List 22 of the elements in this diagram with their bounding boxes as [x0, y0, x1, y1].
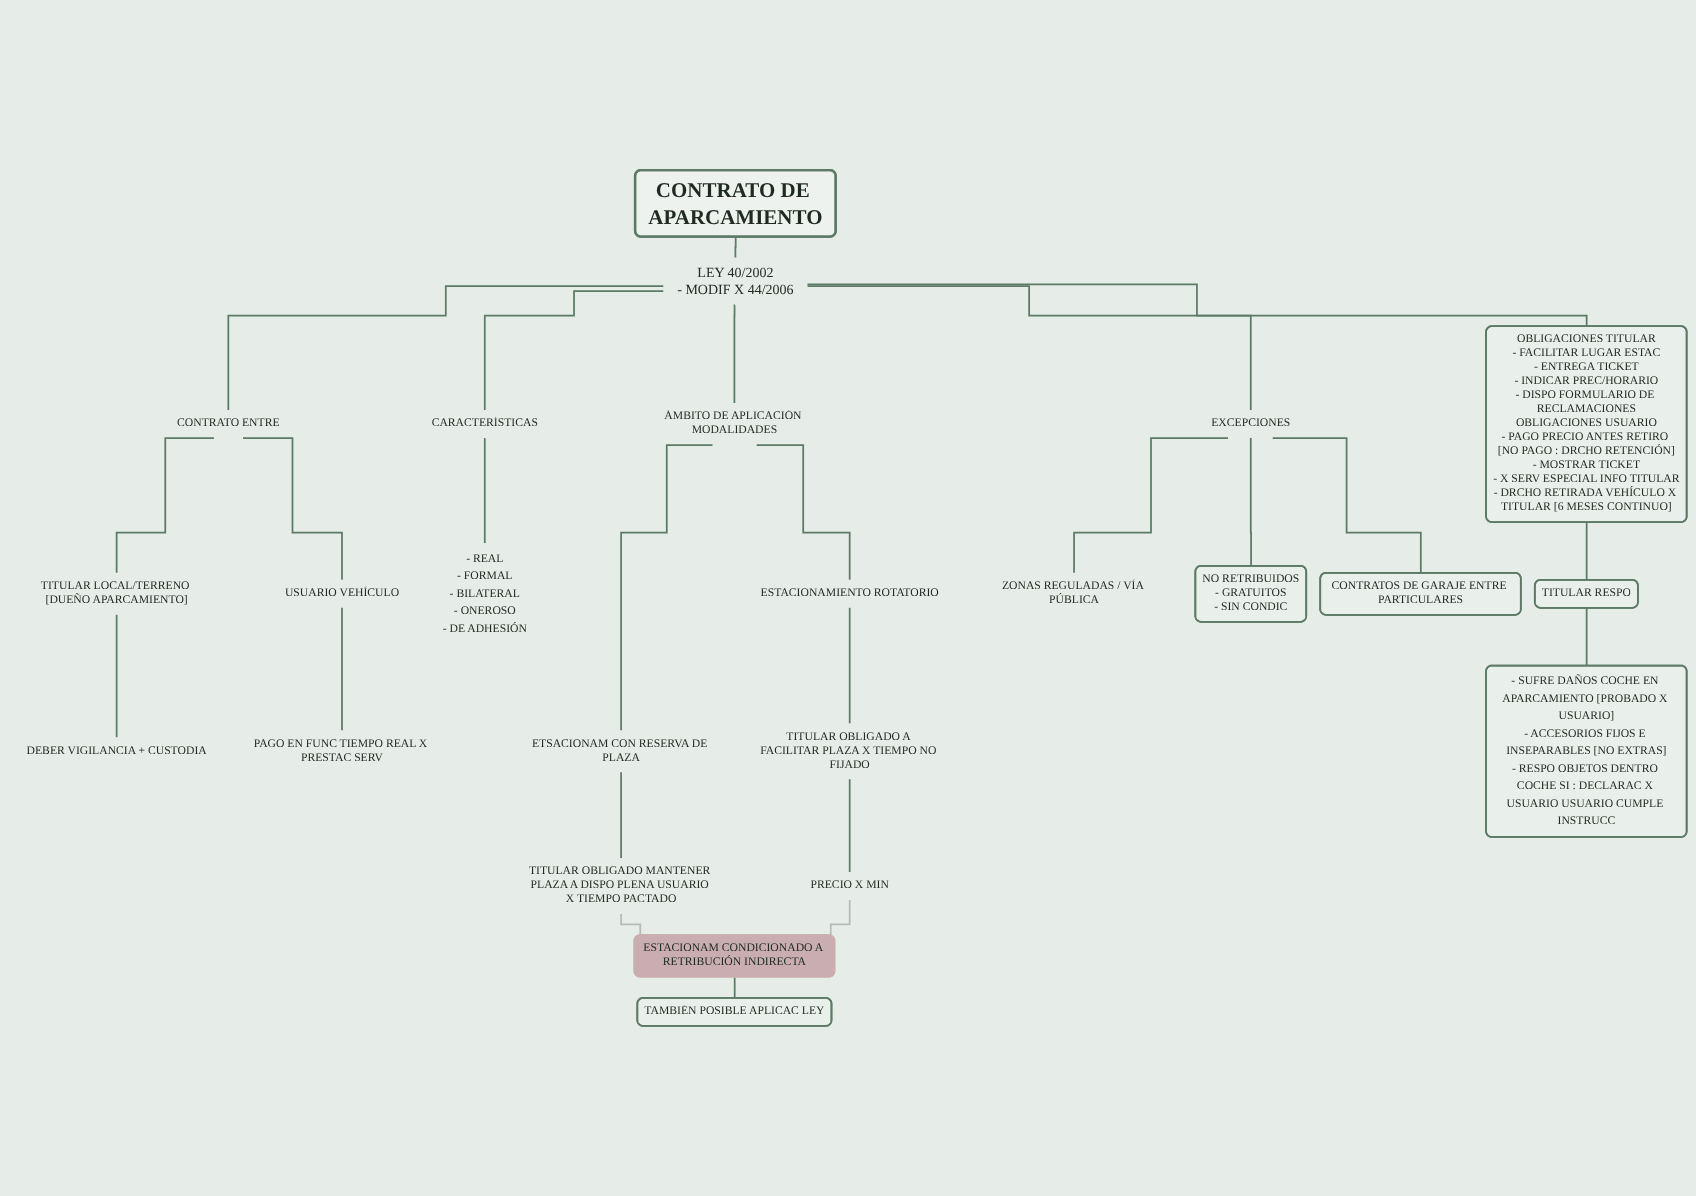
connector	[734, 236, 737, 259]
connector	[483, 290, 665, 411]
connector	[620, 444, 714, 732]
connector	[1073, 437, 1229, 574]
connector	[483, 437, 486, 544]
connector	[341, 606, 343, 732]
connector	[733, 304, 736, 404]
connector	[242, 437, 343, 581]
connector	[806, 285, 1252, 411]
connector	[115, 437, 215, 574]
connector	[755, 444, 851, 581]
connector	[848, 778, 851, 873]
connector	[806, 283, 1588, 328]
connector	[1271, 437, 1422, 575]
connector	[848, 606, 851, 725]
connector	[1585, 521, 1588, 582]
connector	[620, 771, 622, 859]
connector	[733, 976, 736, 1000]
connector	[1585, 607, 1588, 667]
connector	[115, 613, 118, 739]
connector	[1249, 437, 1253, 568]
connector	[227, 285, 665, 411]
